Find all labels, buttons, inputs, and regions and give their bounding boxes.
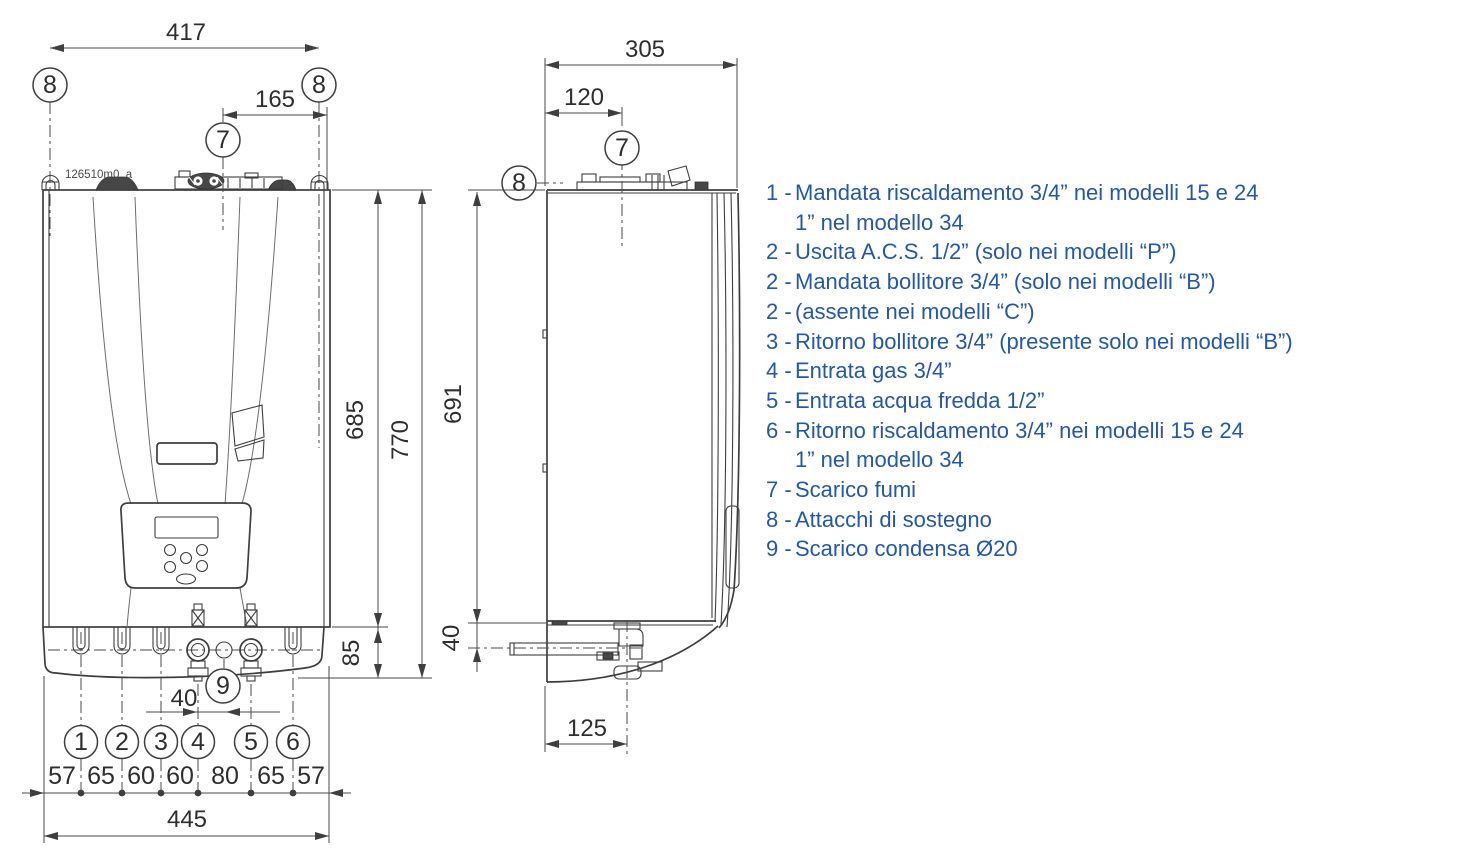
legend-line-4: 4 -Entrata gas 3/4” [766,358,952,384]
dim-flue-offset: 165 [222,86,328,189]
svg-text:8: 8 [43,71,57,99]
side-view: 305 120 7 8 691 40 [438,36,741,757]
dim-bottom-panel-value: 85 [338,640,365,667]
panel-display [154,516,219,539]
dim-drain-depth: 125 [544,686,627,752]
flue-assembly-front [174,170,283,190]
svg-text:65: 65 [257,762,285,790]
panel-button [195,543,209,557]
dim-gas-to-drain: 40 [146,685,280,716]
svg-text:57: 57 [48,762,76,790]
upper-display-window [156,442,218,465]
legend: 1 -Mandata riscaldamento 3/4” nei modell… [766,178,1293,564]
svg-text:4: 4 [191,728,205,756]
svg-text:8: 8 [312,71,326,99]
panel-button [163,560,177,574]
dim-drain-depth-value: 125 [567,715,607,742]
condensate-pipe-assembly [509,622,663,680]
dim-top-width: 417 [50,19,319,52]
dim-heights: 685 85 770 [298,189,432,679]
svg-text:57: 57 [297,762,325,790]
panel-button [179,551,193,565]
front-view: 126510m0_a 417 165 8 8 7 [22,19,432,843]
label-sticker-1 [231,404,265,447]
drawing-code: 126510m0_a [65,169,133,181]
dim-height-side-value: 691 [440,384,467,424]
dim-depth: 305 [544,36,738,188]
door-handle-recess [725,505,740,589]
legend-line-9: 9 -Scarico condensa Ø20 [766,536,1018,562]
callout-flue-side: 7 [604,130,640,166]
legend-line-3: 3 -Ritorno bollitore 3/4” (presente solo… [766,328,1293,354]
callout-flue-front: 7 [205,122,241,158]
legend-line-1b: 1” nel modello 34 [795,209,964,235]
legend-line-8: 8 -Attacchi di sostegno [766,506,992,532]
dim-connection-spacing: 57 65 60 60 80 65 57 [22,666,351,843]
svg-text:60: 60 [166,762,194,790]
dim-flue-offset-side-value: 120 [564,84,604,111]
legend-line-1: 1 -Mandata riscaldamento 3/4” nei modell… [766,180,1259,205]
flue-assembly-side [576,165,709,191]
svg-text:5: 5 [244,728,258,756]
control-panel [120,502,252,589]
svg-text:7: 7 [216,126,230,154]
legend-line-7: 7 -Scarico fumi [766,477,917,503]
dim-total-width: 445 [44,806,329,840]
callout-bracket-side: 8 [501,165,537,201]
water-valve [239,603,263,682]
panel-button [163,543,177,557]
panel-button [195,559,209,573]
svg-text:8: 8 [512,169,526,197]
callout-bracket-left: 8 [32,67,68,103]
callout-drain: 9 [205,668,241,704]
svg-text:65: 65 [87,762,115,790]
dim-depth-value: 305 [625,36,665,63]
legend-line-5: 5 -Entrata acqua fredda 1/2” [766,387,1045,413]
svg-text:9: 9 [216,672,230,700]
dim-gas-to-drain-value: 40 [171,685,198,712]
callout-connections: 1 2 3 4 5 6 [63,724,311,760]
dim-total-height-value: 770 [387,420,414,460]
svg-text:80: 80 [211,762,239,790]
callout-bracket-right: 8 [301,67,337,103]
legend-line-2a: 2 -Uscita A.C.S. 1/2” (solo nei modelli … [766,239,1177,265]
dim-height-side: 691 40 [438,189,547,672]
panel-button-oval [175,573,197,585]
drain-pipe [509,642,619,656]
svg-text:7: 7 [615,134,629,162]
dim-flue-offset-side: 120 [545,84,623,126]
legend-line-2c: 2 -(assente nei modelli “C”) [766,298,1035,324]
dim-top-width-value: 417 [166,19,206,46]
svg-text:60: 60 [127,762,155,790]
top-mound-left [95,176,139,191]
dim-flue-offset-value: 165 [255,86,295,113]
legend-line-6: 6 -Ritorno riscaldamento 3/4” nei modell… [766,417,1244,443]
label-sticker-2 [234,439,265,462]
gas-valve [186,603,210,682]
condensate-drain [215,641,233,659]
bottom-panel [42,603,325,682]
flue-fan [187,172,225,190]
front-body-outline [42,189,331,628]
dim-body-height-value: 685 [342,400,369,440]
dim-pipe-offset-value: 40 [438,625,465,652]
dim-total-width-value: 445 [167,806,207,833]
svg-text:3: 3 [154,728,168,756]
svg-text:1: 1 [74,728,88,756]
legend-line-2b: 2 -Mandata bollitore 3/4” (solo nei mode… [766,269,1216,295]
svg-text:6: 6 [286,728,300,756]
svg-text:2: 2 [115,728,129,756]
legend-line-6b: 1” nel modello 34 [795,447,964,473]
